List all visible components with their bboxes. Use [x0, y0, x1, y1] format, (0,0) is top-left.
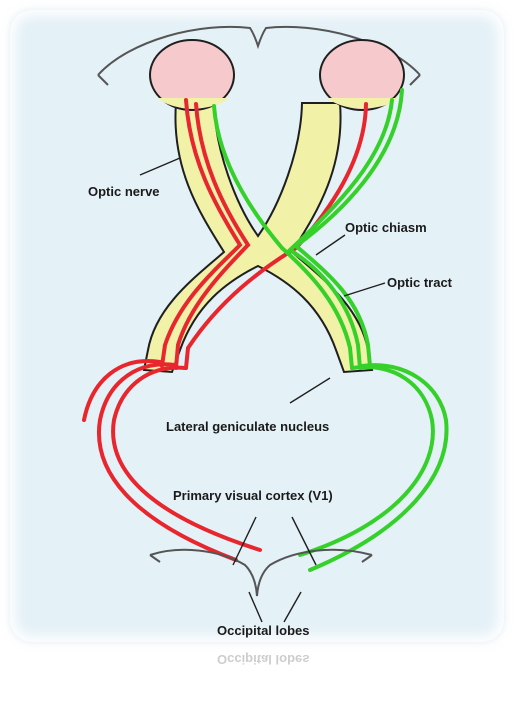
left-eye-retina	[158, 98, 228, 109]
visual-pathway-body	[144, 103, 372, 372]
leader-occipital-left	[249, 592, 262, 622]
brain-outline-bottom-right-tick	[362, 555, 372, 562]
label-lateral-geniculate-nucleus: Lateral geniculate nucleus	[166, 419, 329, 434]
leader-v1-right	[292, 517, 316, 565]
leader-occipital-right	[284, 592, 301, 622]
label-optic-chiasm: Optic chiasm	[345, 220, 427, 235]
label-primary-visual-cortex: Primary visual cortex (V1)	[173, 488, 333, 503]
label-occipital-lobes: Occipital lobes	[217, 623, 309, 638]
label-occipital-lobes-reflection: Occipital lobes	[217, 652, 309, 667]
leader-optic-chiasm	[316, 235, 345, 255]
brain-outline-top-left-tick	[98, 75, 108, 85]
label-optic-nerve: Optic nerve	[88, 184, 160, 199]
leader-optic-nerve	[140, 158, 180, 175]
leader-optic-tract	[344, 283, 385, 296]
brain-outline-bottom-left-tick	[150, 555, 160, 562]
brain-outline-top-right-tick	[410, 75, 420, 85]
leader-lgn	[290, 378, 330, 403]
label-optic-tract: Optic tract	[387, 275, 452, 290]
